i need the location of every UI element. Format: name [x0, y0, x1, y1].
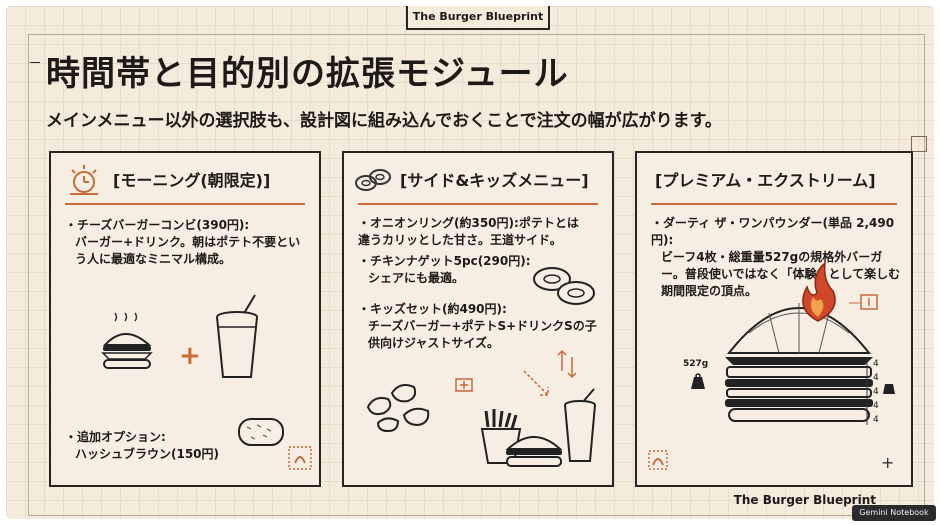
watermark-badge: Gemini Notebook	[852, 505, 936, 521]
item-desc: ハッシュブラウン(150円)	[75, 447, 220, 461]
item-name: ・チーズバーガーコンビ(390円):	[65, 218, 250, 232]
panel-side-kids: [サイド&キッズメニュー] ・オニオンリング(約350円):ポテトとは違うカリッ…	[342, 151, 614, 487]
layer-mark: 4	[873, 401, 879, 411]
panel-rule	[65, 203, 305, 205]
dimension-scale	[866, 357, 868, 425]
list-item: ・チーズバーガーコンビ(390円): バーガー+ドリンク。朝はポテト不要という人…	[65, 217, 305, 268]
alarm-clock-icon	[70, 165, 98, 195]
arrow-icon	[557, 349, 577, 379]
nuggets-icon	[366, 384, 430, 433]
stamp-icon	[455, 378, 473, 392]
burger-icon	[505, 436, 563, 467]
blueprint-sheet: The Burger Blueprint 時間帯と目的別の拡張モジュール メイン…	[6, 6, 934, 519]
arrow-icon	[523, 370, 549, 396]
title-rule	[30, 62, 40, 63]
stamp-icon	[849, 294, 878, 310]
corner-mark	[911, 136, 927, 152]
burger-icon	[101, 312, 153, 369]
flame-icon	[802, 261, 836, 322]
drink-cup-icon	[216, 294, 258, 378]
item-desc: ビーフ4枚・総重量527gの規格外バーガー。普段使いではなく「体験」として楽しむ…	[661, 250, 901, 298]
list-item: ・チキンナゲット5pc(290円): シェアにも最適。	[358, 253, 538, 287]
footer-brand: The Burger Blueprint	[733, 493, 876, 507]
weight-icon	[691, 373, 705, 389]
layer-marks: 4 4 4 4 4	[873, 357, 879, 427]
layer-mark: 4	[873, 373, 879, 383]
item-desc: シェアにも最適。	[368, 271, 465, 285]
header-tab-title: The Burger Blueprint	[406, 6, 550, 30]
drink-cup-icon	[564, 388, 596, 462]
item-desc: バーガー+ドリンク。朝はポテト不要という人に最適なミニマル構成。	[75, 235, 301, 266]
list-item: ・ダーティ ザ・ワンパウンダー(単品 2,490円): ビーフ4枚・総重量527…	[651, 215, 901, 300]
page-title: 時間帯と目的別の拡張モジュール	[46, 54, 569, 94]
page-subtitle: メインメニュー以外の選択肢も、設計図に組み込んでおくことで注文の幅が広がります。	[46, 111, 722, 131]
panel-title-side-kids: [サイド&キッズメニュー]	[400, 171, 589, 190]
weight-icon	[883, 384, 895, 394]
hashbrown-icon	[238, 418, 284, 446]
panel-premium: [プレミアム・エクストリーム] ・ダーティ ザ・ワンパウンダー(単品 2,490…	[635, 151, 913, 487]
panel-title-premium: [プレミアム・エクストリーム]	[655, 171, 876, 190]
list-item: ・オニオンリング(約350円):ポテトとは違うカリッとした甘さ。王道サイド。	[358, 215, 590, 249]
layer-mark: 4	[873, 415, 879, 425]
item-name: ・ダーティ ザ・ワンパウンダー(単品 2,490円):	[651, 216, 895, 247]
panel-rule	[651, 203, 897, 205]
onion-rings-icon	[355, 169, 391, 191]
panel-title-morning: [モーニング(朝限定)]	[113, 171, 271, 190]
item-desc: チーズバーガー+ポテトS+ドリンクSの子供向けジャストサイズ。	[368, 319, 597, 350]
crosshair-icon: +	[881, 453, 895, 472]
giant-burger-icon	[725, 303, 873, 422]
panel-morning: [モーニング(朝限定)] ・チーズバーガーコンビ(390円): バーガー+ドリン…	[49, 151, 321, 487]
item-name: ・追加オプション:	[65, 430, 166, 444]
stamp-icon	[648, 450, 668, 470]
item-name: ・キッズセット(約490円):	[358, 302, 507, 316]
plus-icon: +	[179, 341, 201, 371]
stamp-icon	[288, 446, 312, 470]
list-item: ・追加オプション: ハッシュブラウン(150円)	[65, 429, 225, 463]
layer-mark: 4	[873, 359, 879, 369]
item-name: ・オニオンリング(約350円):ポテトとは違うカリッとした甘さ。王道サイド。	[358, 216, 579, 247]
item-name: ・チキンナゲット5pc(290円):	[358, 254, 531, 268]
panel-rule	[358, 203, 598, 205]
list-item: ・キッズセット(約490円): チーズバーガー+ポテトS+ドリンクSの子供向けジ…	[358, 301, 606, 352]
weight-label: 527g	[683, 359, 709, 369]
onion-rings-icon	[533, 267, 595, 305]
layer-mark: 4	[873, 387, 879, 397]
